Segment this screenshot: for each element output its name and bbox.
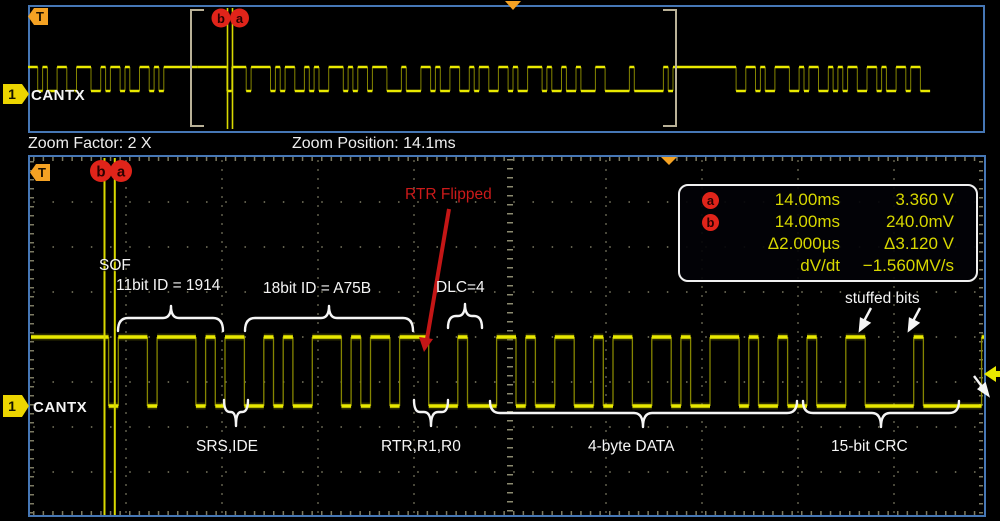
label-sof: SOF (99, 257, 131, 274)
readout-cursor-b-badge: b (702, 213, 719, 231)
label-11bit-id: 11bit ID = 1914 (116, 277, 221, 294)
channel-1-tag-zoom[interactable]: 1 (3, 395, 29, 417)
label-stuffed-bits: stuffed bits (845, 290, 920, 307)
readout-spacer (702, 258, 719, 275)
readout-delta-time: Δ2.000µs (767, 234, 840, 253)
label-18bit-id: 18bit ID = A75B (263, 280, 372, 297)
cursor-b-letter: b (96, 164, 105, 181)
stuffed-bit-arrow-1 (858, 307, 873, 333)
trigger-letter: T (38, 165, 46, 180)
readout-cursor-a-badge: a (702, 191, 719, 209)
cursor-readout-box: a 14.00ms 3.360 V b 14.00ms 240.0mV Δ2.0… (678, 184, 978, 282)
rtr-flipped-arrow (419, 208, 451, 352)
brace-15bit-crc (801, 399, 961, 429)
overview-waveform-panel (28, 5, 985, 133)
cursor-b-letter: b (217, 11, 225, 26)
brace-4byte-data (488, 399, 799, 429)
cursor-a-badge-zoom[interactable]: a (110, 160, 132, 182)
trigger-position-marker-zoom[interactable] (661, 157, 677, 165)
cursor-b-badge-overview[interactable]: b (211, 8, 231, 28)
brace-18bit-id (243, 304, 415, 333)
zoom-factor-label: Zoom Factor: 2 X (28, 135, 152, 152)
readout-a-voltage: 3.360 V (895, 190, 954, 209)
readout-dvdt-label: dV/dt (800, 256, 840, 275)
trigger-letter: T (36, 9, 44, 24)
cursor-a-badge-overview[interactable]: a (230, 8, 249, 28)
cantx-waveform-zoom (31, 333, 984, 410)
label-rtr-r1-r0: RTR,R1,R0 (381, 438, 461, 455)
readout-dvdt-value: −1.560MV/s (862, 256, 954, 275)
stuffed-bit-arrow-2 (907, 307, 922, 333)
cursor-a-letter: a (117, 164, 126, 181)
brace-srs-ide (222, 398, 250, 428)
brace-rtr-r1-r0 (412, 398, 450, 428)
readout-spacer (702, 236, 719, 253)
zoom-window-left-bracket[interactable] (190, 9, 204, 127)
channel-number: 1 (8, 398, 16, 414)
edge-pointer-arrow (973, 375, 991, 398)
zoom-position-label: Zoom Position: 14.1ms (292, 135, 456, 152)
channel-label-overview: CANTX (31, 87, 86, 104)
trigger-level-tag-overview[interactable]: T (28, 8, 48, 25)
brace-11bit-id (116, 304, 225, 333)
label-srs-ide: SRS,IDE (196, 438, 259, 455)
channel-label-zoom: CANTX (33, 399, 88, 416)
cantx-waveform-overview (28, 65, 931, 93)
label-dlc: DLC=4 (436, 279, 485, 296)
readout-b-time: 14.00ms (774, 212, 840, 231)
channel-number: 1 (8, 86, 16, 102)
readout-a-time: 14.00ms (774, 190, 840, 209)
trigger-position-marker-overview[interactable] (505, 1, 521, 10)
brace-dlc (446, 302, 484, 330)
trigger-level-tag-zoom[interactable]: T (30, 164, 50, 181)
zoom-window-right-bracket[interactable] (663, 9, 677, 127)
cursor-b-badge-zoom[interactable]: b (90, 160, 112, 182)
label-rtr-flipped: RTR Flipped (405, 186, 492, 203)
label-4byte-data: 4-byte DATA (588, 438, 675, 455)
label-15bit-crc: 15-bit CRC (831, 438, 908, 455)
cursor-a-letter: a (236, 11, 244, 26)
channel-1-tag-overview[interactable]: 1 (3, 84, 29, 104)
waveform-reference-arrow[interactable] (984, 366, 1000, 382)
readout-b-voltage: 240.0mV (885, 212, 954, 231)
readout-delta-voltage: Δ3.120 V (884, 234, 954, 253)
